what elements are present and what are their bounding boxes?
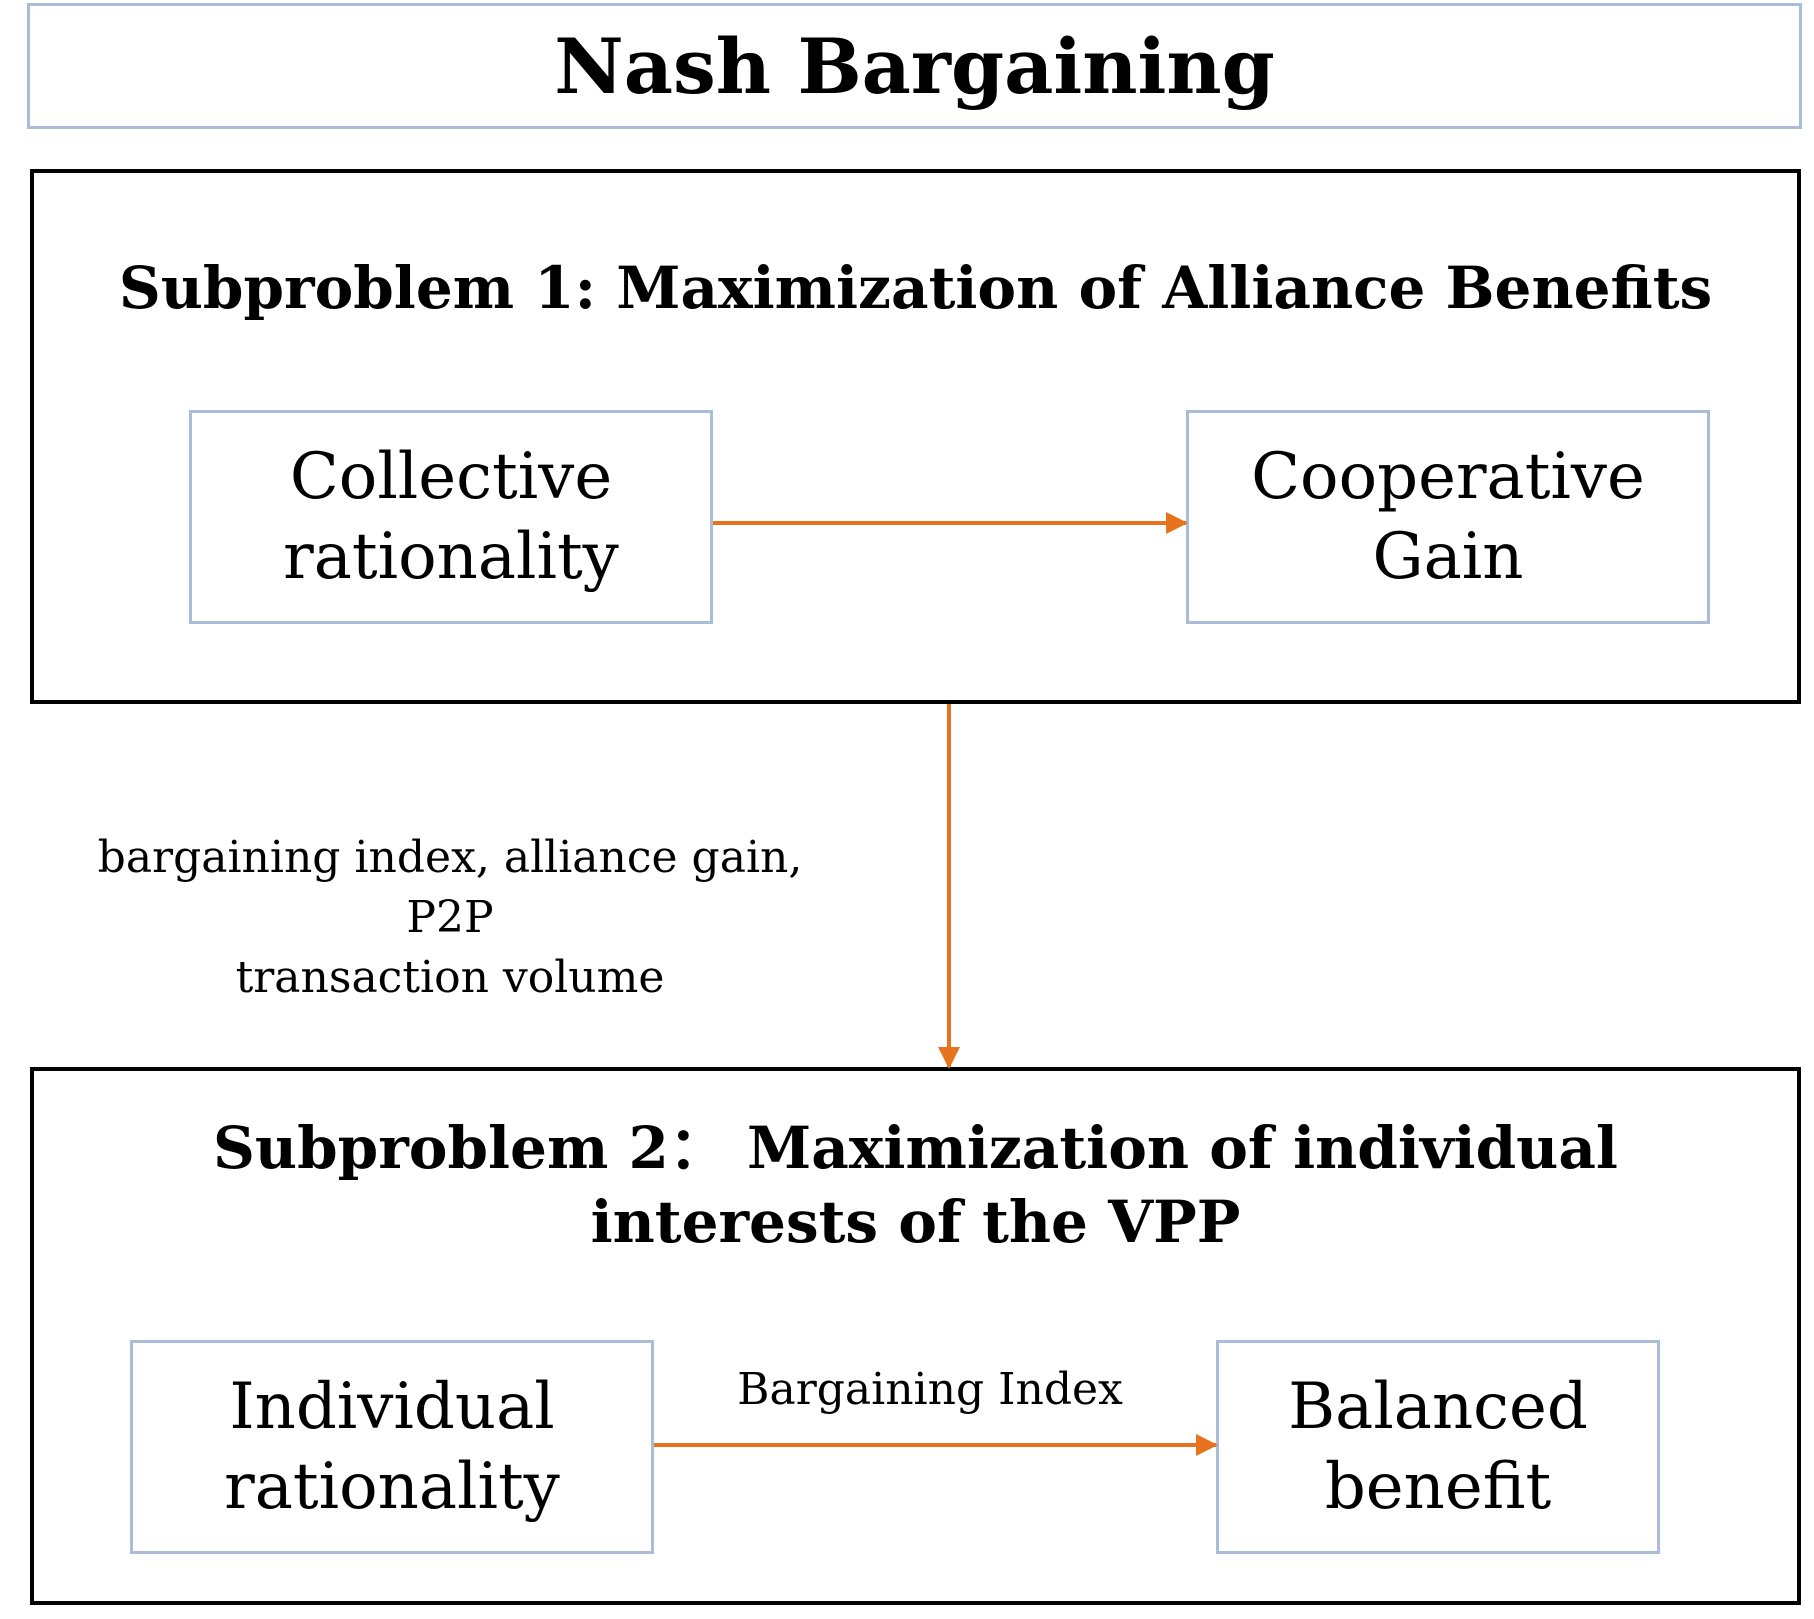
subproblem-1-panel: Subproblem 1: Maximization of Alliance B… [30, 169, 1801, 704]
subproblem-2-title: Subproblem 2： Maximization of individual… [213, 1114, 1618, 1256]
subproblem-2-panel: Subproblem 2： Maximization of individual… [30, 1067, 1801, 1605]
connector-label: bargaining index, alliance gain, P2P tra… [60, 828, 840, 1008]
node-label-line: Gain [1372, 520, 1524, 594]
node-label-line: Cooperative [1251, 440, 1645, 514]
connector-label-line: bargaining index, alliance gain, P2P [97, 832, 803, 943]
diagram-title: Nash Bargaining [554, 21, 1275, 111]
connector-label-line: transaction volume [235, 952, 665, 1003]
node-label-line: benefit [1324, 1450, 1552, 1524]
node-label-line: Collective [289, 440, 613, 514]
node-label-line: rationality [224, 1450, 560, 1524]
node-label-line: Individual [229, 1370, 555, 1444]
node-label-line: rationality [283, 520, 619, 594]
cooperative-gain-node: Cooperative Gain [1186, 410, 1710, 624]
collective-rationality-node: Collective rationality [189, 410, 713, 624]
bargaining-index-label: Bargaining Index [737, 1364, 1123, 1415]
subproblem-1-title: Subproblem 1: Maximization of Alliance B… [118, 254, 1713, 322]
individual-rationality-node: Individual rationality [130, 1340, 654, 1554]
node-label-line: Balanced [1288, 1370, 1588, 1444]
diagram-title-box: Nash Bargaining [27, 3, 1802, 129]
